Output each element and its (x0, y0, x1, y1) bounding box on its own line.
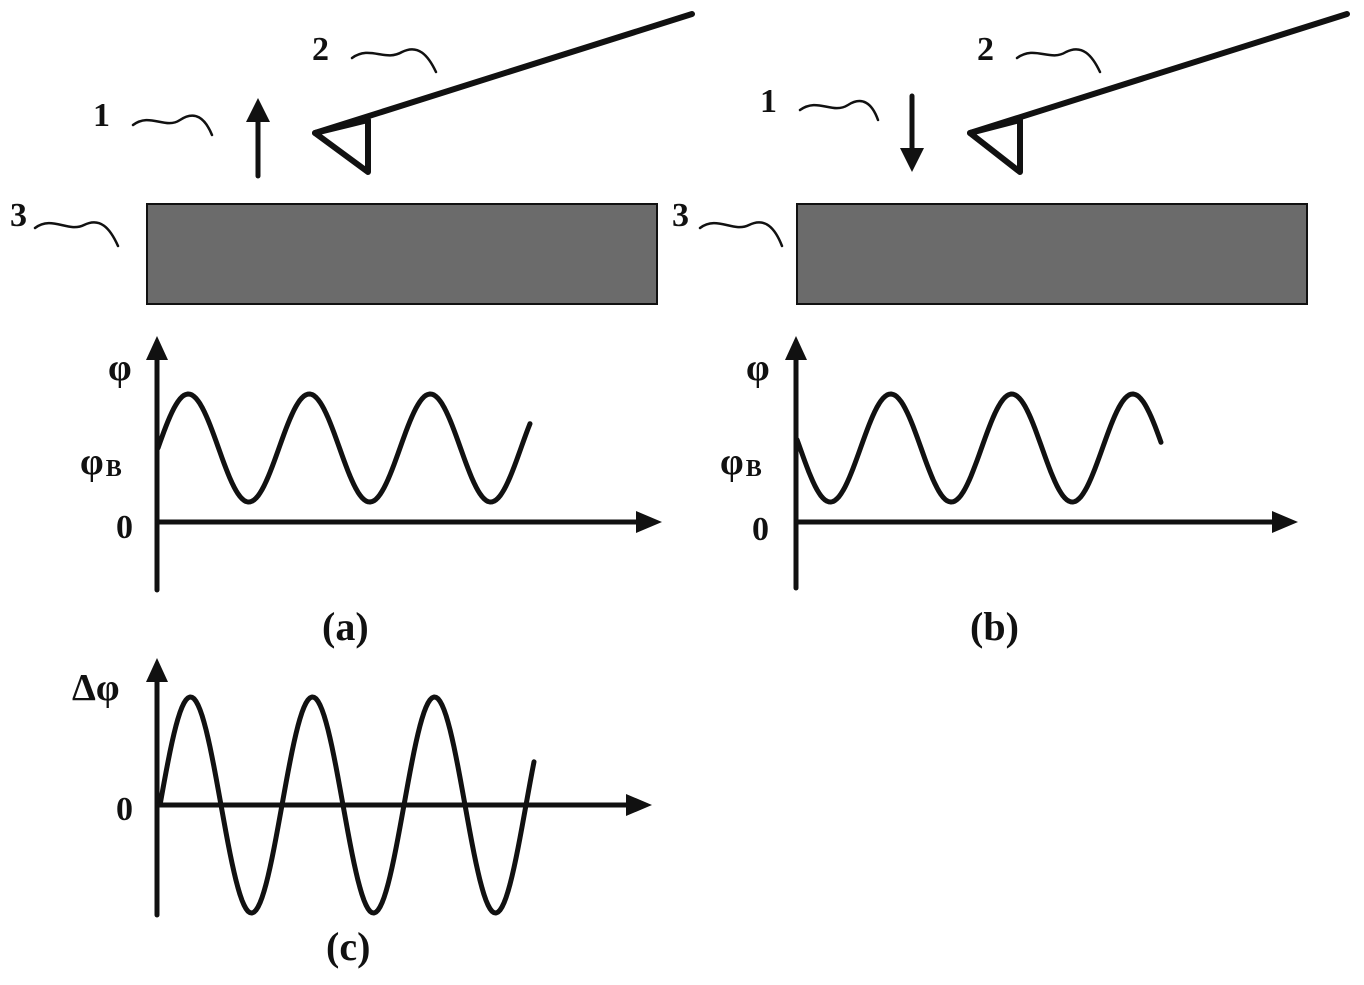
sample-block-a (147, 204, 657, 304)
callout-squiggle-1b (800, 101, 878, 120)
panel-c: Δφ 0 (c) (72, 658, 652, 969)
axes-b (785, 336, 1298, 588)
zero-label-c: 0 (116, 791, 133, 828)
zero-label-b: 0 (752, 511, 769, 548)
callout-label-2a: 2 (312, 31, 329, 68)
baseline-label-b: φB (720, 441, 762, 483)
callout-label-3a: 3 (10, 197, 27, 234)
arrow-down-icon (900, 96, 924, 172)
caption-a: (a) (322, 604, 369, 649)
y-axis-label-c: Δφ (72, 667, 120, 709)
arrow-up-icon (246, 98, 270, 176)
cantilever-probe-a (315, 14, 692, 172)
y-axis-label-b: φ (746, 347, 770, 389)
callout-squiggle-2b (1017, 49, 1100, 72)
caption-c: (c) (326, 924, 370, 969)
baseline-label-a: φB (80, 441, 122, 483)
callout-squiggle-1a (133, 116, 212, 135)
y-axis-label-a: φ (108, 347, 132, 389)
zero-label-a: 0 (116, 509, 133, 546)
panel-b: 1 2 3 φ φB 0 (b) (672, 14, 1347, 649)
sample-block-b (797, 204, 1307, 304)
phase-wave-b (797, 394, 1161, 502)
callout-squiggle-3a (35, 222, 118, 246)
panel-a: 1 2 3 φ φB 0 (a) (10, 14, 692, 649)
callout-label-1a: 1 (93, 97, 110, 134)
callout-label-2b: 2 (977, 31, 994, 68)
callout-squiggle-2a (352, 49, 436, 72)
callout-label-3b: 3 (672, 197, 689, 234)
caption-b: (b) (970, 604, 1019, 649)
callout-label-1b: 1 (760, 83, 777, 120)
callout-squiggle-3b (700, 222, 782, 246)
cantilever-probe-b (970, 14, 1347, 172)
axes-c (146, 658, 652, 915)
phase-wave-a (158, 394, 530, 502)
